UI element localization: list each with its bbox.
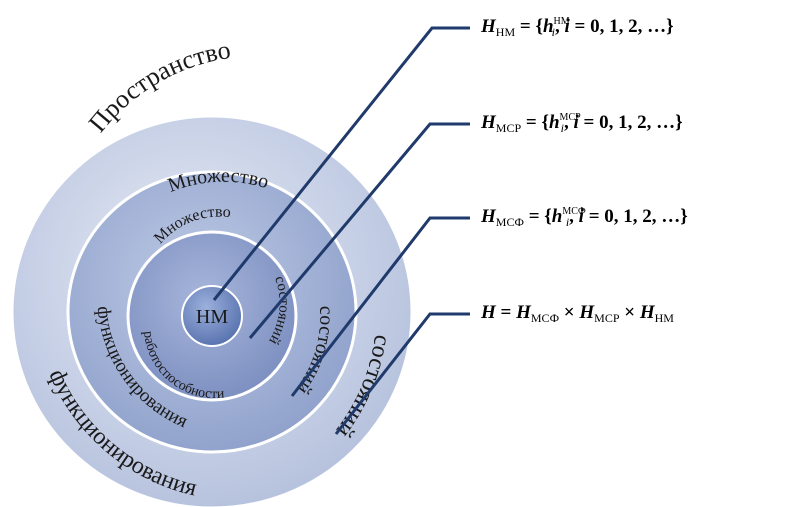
formula-h-msf: HМСФ = {hМСФi, i = 0, 1, 2, …}: [481, 206, 688, 229]
core-circle: [181, 285, 243, 347]
formula-h-nm: HНМ = {hНМi, i = 0, 1, 2, …}: [481, 16, 674, 39]
formula-h-msr: HМСР = {hМСРi, i = 0, 1, 2, …}: [481, 112, 683, 135]
formula-h-product: H = HМСФ × HМСР × HНМ: [481, 302, 674, 325]
core-label: НМ: [196, 306, 228, 328]
leader-line-msf: [290, 216, 470, 397]
leader-line-msr: [248, 122, 470, 339]
leader-line-h: [334, 312, 470, 435]
leader-line-nm: [212, 26, 470, 301]
